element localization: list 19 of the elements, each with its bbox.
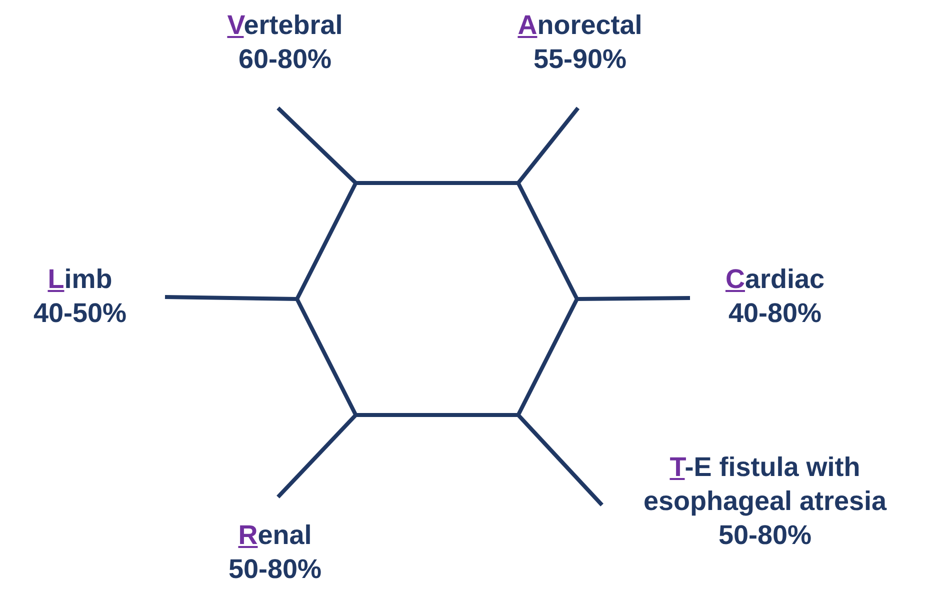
leader-line [516,414,604,506]
anomaly-name: Limb [46,263,114,296]
leader-line [276,106,358,184]
percentage-text: 50-80% [227,553,323,586]
percentage-text: 55-90% [532,43,628,76]
percentage-text: 50-80% [717,519,813,552]
leader-line [164,295,298,301]
leader-line [576,296,690,301]
hexagon-shape [297,183,577,415]
percentage-text: 60-80% [237,43,333,76]
anomaly-name: Renal [237,519,313,552]
leader-line [276,414,358,498]
leader-line [516,106,580,184]
anomaly-name: Vertebral [226,9,344,42]
anomaly-name: T-E fistula with esophageal atresia [642,451,888,518]
anomaly-name: Cardiac [724,263,826,296]
percentage-text: 40-50% [32,297,128,330]
anomaly-name: Anorectal [516,9,644,42]
percentage-text: 40-80% [727,297,823,330]
